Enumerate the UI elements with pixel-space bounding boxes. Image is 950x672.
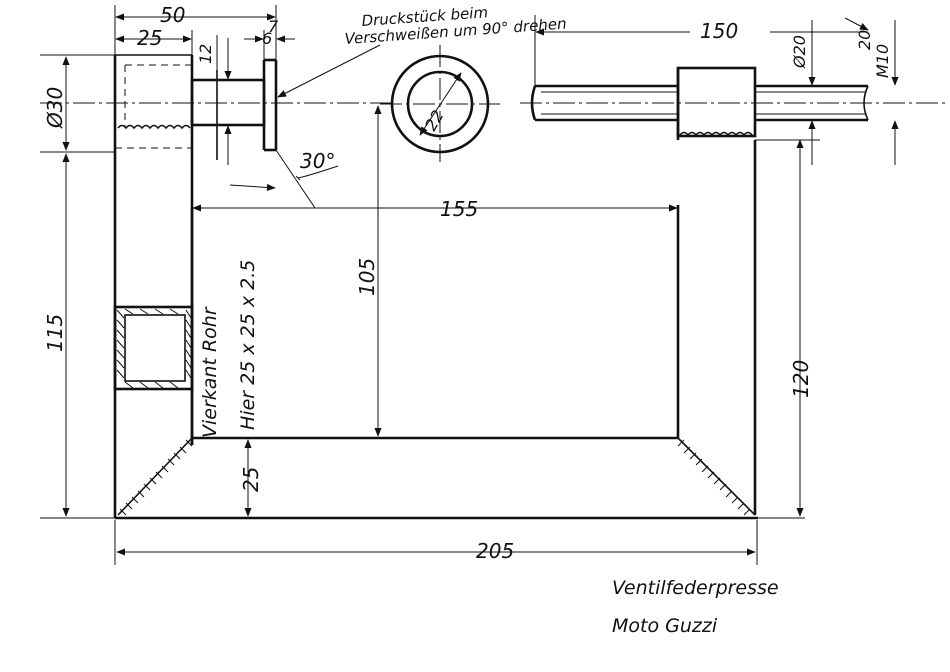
title-line-2: Moto Guzzi bbox=[612, 615, 718, 637]
dim-m10: M10 bbox=[873, 44, 892, 78]
tube-label-line-2: Hier 25 x 25 x 2.5 bbox=[237, 260, 259, 430]
square-tube-section bbox=[113, 305, 194, 391]
dim-d30: Ø30 bbox=[43, 87, 67, 129]
dim-50: 50 bbox=[160, 3, 185, 27]
weld-bead-left-top bbox=[117, 124, 191, 130]
title-line-1: Ventilfederpresse bbox=[612, 577, 779, 599]
dim-25-top: 25 bbox=[137, 26, 162, 50]
dim-115: 115 bbox=[43, 314, 67, 352]
dim-25-bottom: 25 bbox=[239, 467, 263, 492]
right-rod bbox=[520, 66, 945, 140]
dim-205: 205 bbox=[476, 539, 514, 563]
dim-22: 22 bbox=[421, 107, 448, 134]
dim-20-small: 20 bbox=[855, 30, 874, 50]
dim-120: 120 bbox=[789, 360, 813, 398]
dim-7: 7 bbox=[268, 17, 279, 36]
weld-bead-right-bottom bbox=[677, 439, 751, 516]
detail-circle bbox=[380, 45, 500, 162]
dim-150: 150 bbox=[700, 19, 738, 43]
dim-d20: Ø20 bbox=[790, 35, 809, 69]
dimension-lines bbox=[40, 5, 899, 565]
frame bbox=[115, 140, 758, 520]
dim-12: 12 bbox=[196, 44, 215, 64]
tube-label-line-1: Vierkant Rohr bbox=[199, 306, 221, 438]
pressing-piece bbox=[190, 58, 278, 160]
dim-155: 155 bbox=[440, 197, 478, 221]
weld-bead-right-top bbox=[679, 131, 753, 137]
dim-angle-30: 30° bbox=[300, 149, 335, 173]
dim-105: 105 bbox=[355, 258, 379, 296]
weld-bead-left-bottom bbox=[119, 439, 193, 516]
dim-6: 6 bbox=[262, 29, 272, 48]
